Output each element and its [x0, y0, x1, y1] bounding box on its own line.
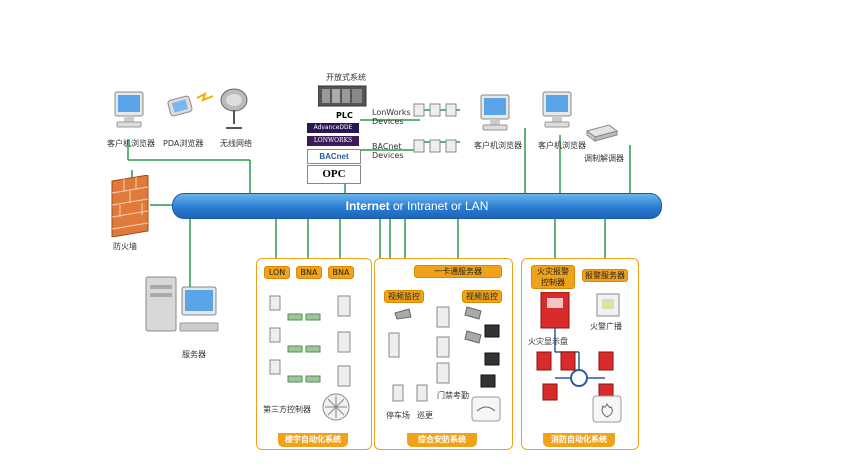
fire-devices-icon — [536, 292, 620, 401]
bacnet-logo: BACnet — [307, 149, 361, 164]
network-bus-label-rest: or Intranet or LAN — [389, 199, 489, 213]
lonworks-logo: LONWORKS — [307, 136, 359, 146]
flame-icon — [592, 395, 622, 423]
fire-alarm-controller-line-2: 控制器 — [541, 278, 565, 287]
plc-device-icon — [318, 85, 367, 107]
client-browser-label-right-2: 客户机浏览器 — [538, 141, 586, 150]
server-label: 服务器 — [182, 350, 206, 359]
video-monitoring-tag-1: 视频监控 — [384, 290, 424, 303]
network-bus-label-strong: Internet — [345, 199, 390, 213]
client-computer-icon — [114, 91, 144, 128]
fire-display-label: 火灾显示盘 — [528, 337, 568, 346]
client-browser-label: 客户机浏览器 — [107, 139, 155, 148]
fan-icon — [322, 393, 350, 421]
security-devices-icon — [388, 306, 500, 402]
plc-label: PLC — [336, 111, 353, 120]
fire-alarm-controller-line-1: 火灾报警 — [537, 267, 569, 276]
parking-label: 停车场 — [386, 411, 410, 420]
bna-tag-2: BNA — [328, 266, 354, 279]
handshake-icon — [471, 396, 501, 422]
firewall-icon — [111, 175, 149, 237]
access-control-label: 门禁考勤 — [437, 391, 469, 400]
bas-system-title: 楼宇自动化系统 — [278, 433, 348, 447]
lonworks-devices-label-1: LonWorks — [372, 108, 411, 117]
fire-broadcast-label: 火警广播 — [590, 322, 622, 331]
client-browser-label-right-1: 客户机浏览器 — [474, 141, 522, 150]
alarm-server-tag: 报警服务器 — [582, 269, 628, 282]
bas-controllers-icon — [269, 295, 351, 387]
modem-icon — [585, 124, 619, 142]
fire-system-title: 消防自动化系统 — [543, 433, 615, 447]
video-monitoring-tag-2: 视频监控 — [462, 290, 502, 303]
lightning-icon — [196, 92, 214, 102]
pda-icon — [167, 95, 193, 117]
lonworks-devices-label-2: Devices — [372, 117, 404, 126]
patrol-label: 巡更 — [417, 411, 433, 420]
client-computer-icon — [542, 91, 572, 128]
security-system-title: 综合安防系统 — [407, 433, 477, 447]
wireless-label: 无线网络 — [220, 139, 252, 148]
network-bus-label: Internet or Intranet or LAN — [173, 194, 661, 218]
bacnet-devices-label-2: Devices — [372, 151, 404, 160]
firewall-label: 防火墙 — [113, 242, 137, 251]
card-server-tag: 一卡通服务器 — [414, 265, 502, 278]
client-computer-icon — [480, 94, 510, 131]
open-systems-title: 开放式系统 — [326, 73, 366, 82]
bacnet-devices-label-1: BACnet — [372, 142, 402, 151]
satellite-dish-icon — [220, 88, 248, 129]
field-devices-icon — [413, 103, 457, 153]
advancedde-logo: AdvanceDDE — [307, 123, 359, 133]
fire-alarm-controller-tag: 火灾报警 控制器 — [531, 265, 575, 289]
server-computer-icon — [145, 276, 219, 332]
lon-tag: LON — [264, 266, 290, 279]
bas-system-box — [256, 258, 372, 450]
pda-browser-label: PDA浏览器 — [163, 139, 204, 148]
bna-tag-1: BNA — [296, 266, 322, 279]
network-bus: Internet or Intranet or LAN — [172, 193, 662, 219]
opc-logo: OPC — [307, 165, 361, 184]
third-party-controller-label: 第三方控制器 — [263, 405, 311, 414]
modem-label: 调制解调器 — [584, 154, 624, 163]
